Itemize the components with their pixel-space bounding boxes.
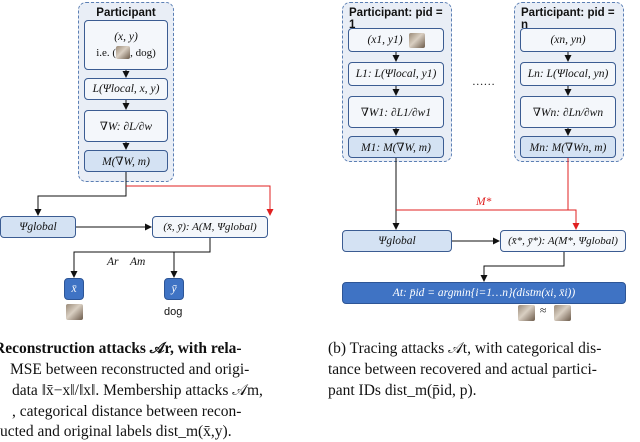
pn-grad-box: ∇Wn: ∂Ln/∂wn xyxy=(520,96,616,128)
left-participant-title: Participant xyxy=(96,7,156,19)
left-attack-box: (x̄, ȳ): A(M, Ψglobal) xyxy=(152,216,268,238)
reconstructed-dog-icon xyxy=(66,304,83,320)
left-caption-line-4: , categorical distance between recon- xyxy=(12,403,242,420)
left-caption-line-1: Reconstruction attacks 𝒜r, with rela- xyxy=(0,340,242,357)
pn-loss-box: Ln: L(Ψlocal, yn) xyxy=(520,62,616,86)
left-ie-suffix: , dog) xyxy=(130,46,156,59)
output-x-box: x̄ xyxy=(64,278,84,300)
left-mask-box: M(∇W, m) xyxy=(84,150,168,172)
trace-box: At: p̄id = argmin{i=1…n}(distm(xi, x̄i)) xyxy=(342,282,626,304)
left-grad-box: ∇W: ∂L/∂w xyxy=(84,110,168,142)
m-star-label: M* xyxy=(476,196,492,208)
left-global-box: Ψglobal xyxy=(0,216,76,238)
label-am: Am xyxy=(130,256,146,268)
left-ie-prefix: i.e. ( xyxy=(96,46,117,59)
participant-n-title: Participant: pid = n xyxy=(521,7,615,31)
label-ar: Ar xyxy=(107,256,119,268)
traced-dog-icon xyxy=(518,305,535,321)
right-caption-line-3: pant IDs dist_m(p̄id, p). xyxy=(328,382,477,399)
left-input-xy: (x, y) xyxy=(114,31,138,43)
right-global-box: Ψglobal xyxy=(342,230,452,252)
left-arrows xyxy=(34,70,274,278)
p1-mask-box: M1: M(∇W, m) xyxy=(348,136,444,158)
pn-input-box: (xn, yn) xyxy=(520,28,616,52)
right-caption-line-1: (b) Tracing attacks 𝒜t, with categorical… xyxy=(328,340,602,357)
left-caption-line-3: data ‖x̄−x‖/‖x‖. Membership attacks 𝒜m, xyxy=(12,382,263,399)
right-arrows xyxy=(392,52,580,282)
p1-input-box: (x1, y1) xyxy=(348,28,444,52)
p1-dog-icon xyxy=(408,32,425,48)
right-attack-box: (x̄*, ȳ*): A(M*, Ψglobal) xyxy=(500,230,626,252)
actual-dog-icon xyxy=(554,305,571,321)
dog-label: dog xyxy=(164,306,183,318)
left-caption-line-2: MSE between reconstructed and origi- xyxy=(10,361,250,378)
p1-loss-box: L1: L(Ψlocal, y1) xyxy=(348,62,444,86)
participant-1-title: Participant: pid = 1 xyxy=(349,7,443,31)
ellipsis: …… xyxy=(472,76,495,88)
right-caption-line-2: tance between recovered and actual parti… xyxy=(328,361,597,378)
left-caption-line-5: ucted and original labels dist_m(x̄,y). xyxy=(0,423,232,440)
left-input-box: (x, y) i.e. ( , dog) xyxy=(84,20,168,70)
p1-input-text: (x1, y1) xyxy=(367,34,403,46)
left-loss-box: L(Ψlocal, x, y) xyxy=(84,78,168,100)
dog-image-icon xyxy=(116,46,131,59)
p1-grad-box: ∇W1: ∂L1/∂w1 xyxy=(348,96,444,128)
output-y-box: ȳ xyxy=(164,278,184,300)
pn-mask-box: Mn: M(∇Wn, m) xyxy=(520,136,616,158)
approx-symbol: ≈ xyxy=(540,305,547,317)
